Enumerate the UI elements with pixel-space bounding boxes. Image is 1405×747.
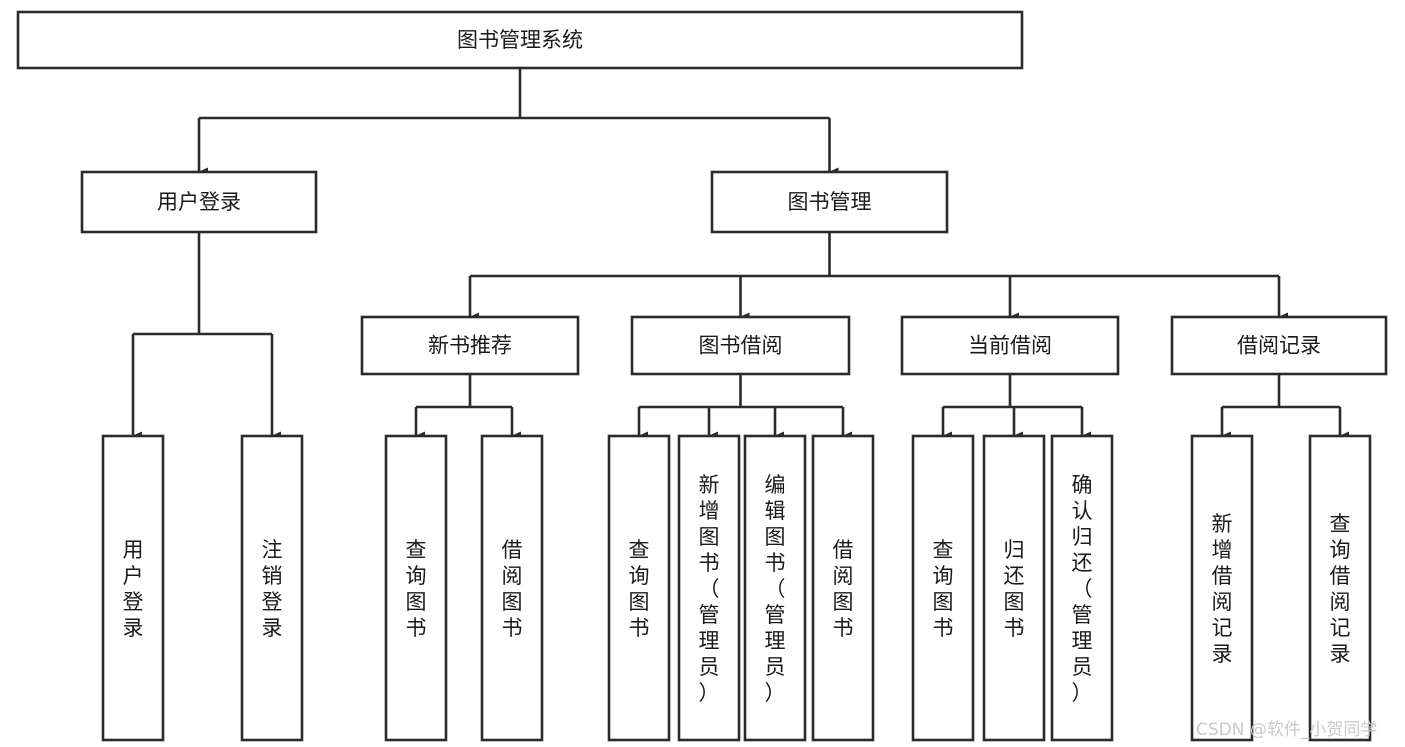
node-box xyxy=(630,315,851,376)
node-label: 图书管理 xyxy=(788,190,872,214)
node-label: 确认归还（管理员） xyxy=(1072,473,1093,705)
node-layer: 图书管理系统用户登录图书管理新书推荐图书借阅当前借阅借阅记录用户登录注销登录查询… xyxy=(16,10,1388,742)
node-leaf-cur-return[interactable]: 归还图书 xyxy=(982,434,1046,742)
node-new-book-rec[interactable]: 新书推荐 xyxy=(360,315,580,376)
node-box xyxy=(982,434,1046,742)
node-box xyxy=(360,315,580,376)
node-label: 新增图书（管理员） xyxy=(699,473,720,705)
node-box xyxy=(384,434,448,742)
node-label: 图书管理系统 xyxy=(457,28,583,52)
node-leaf-rec-add[interactable]: 新增借阅记录 xyxy=(1190,434,1254,742)
node-leaf-user-login[interactable]: 用户登录 xyxy=(101,434,165,742)
node-box xyxy=(1170,315,1388,376)
node-leaf-borrow-add[interactable]: 新增图书（管理员） xyxy=(677,434,741,742)
node-box xyxy=(677,434,741,742)
node-label: 归还图书 xyxy=(1004,538,1025,640)
watermark-label: CSDN @软件_小贺同学 xyxy=(1196,720,1377,740)
node-label: 用户登录 xyxy=(157,190,241,214)
node-label: 新增借阅记录 xyxy=(1212,512,1233,666)
node-borrow-record[interactable]: 借阅记录 xyxy=(1170,315,1388,376)
node-box xyxy=(101,434,165,742)
node-leaf-cur-query[interactable]: 查询图书 xyxy=(911,434,975,742)
node-box xyxy=(900,315,1120,376)
node-root[interactable]: 图书管理系统 xyxy=(16,10,1024,70)
node-leaf-borrow-edit[interactable]: 编辑图书（管理员） xyxy=(743,434,807,742)
node-box xyxy=(16,10,1024,70)
node-leaf-borrow-lend[interactable]: 借阅图书 xyxy=(811,434,875,742)
node-label: 查询图书 xyxy=(629,538,650,640)
node-leaf-user-logout[interactable]: 注销登录 xyxy=(240,434,304,742)
node-box xyxy=(240,434,304,742)
node-box xyxy=(811,434,875,742)
node-leaf-rec-query2[interactable]: 查询借阅记录 xyxy=(1308,434,1372,742)
node-box xyxy=(743,434,807,742)
node-current-borrow[interactable]: 当前借阅 xyxy=(900,315,1120,376)
node-label: 图书借阅 xyxy=(699,334,783,358)
node-label: 注销登录 xyxy=(262,538,283,640)
connector-layer xyxy=(131,68,1349,441)
node-label: 借阅图书 xyxy=(833,538,854,640)
node-box xyxy=(710,170,949,234)
node-label: 当前借阅 xyxy=(968,334,1052,358)
node-leaf-cur-confirm[interactable]: 确认归还（管理员） xyxy=(1050,434,1114,742)
node-book-manage[interactable]: 图书管理 xyxy=(710,170,949,234)
node-label: 查询借阅记录 xyxy=(1330,512,1351,666)
node-box xyxy=(1190,434,1254,742)
node-box xyxy=(1308,434,1372,742)
node-label: 借阅图书 xyxy=(502,538,523,640)
node-user-login[interactable]: 用户登录 xyxy=(80,170,318,234)
node-label: 编辑图书（管理员） xyxy=(765,473,786,705)
node-box xyxy=(80,170,318,234)
node-leaf-rec-query[interactable]: 查询图书 xyxy=(384,434,448,742)
node-label: 借阅记录 xyxy=(1237,334,1321,358)
node-box xyxy=(607,434,671,742)
node-label: 新书推荐 xyxy=(428,334,512,358)
node-leaf-borrow-query[interactable]: 查询图书 xyxy=(607,434,671,742)
node-label: 用户登录 xyxy=(123,538,144,640)
node-box xyxy=(480,434,544,742)
node-label: 查询图书 xyxy=(933,538,954,640)
node-book-borrow[interactable]: 图书借阅 xyxy=(630,315,851,376)
node-box xyxy=(1050,434,1114,742)
node-box xyxy=(911,434,975,742)
node-label: 查询图书 xyxy=(406,538,427,640)
node-leaf-rec-borrow[interactable]: 借阅图书 xyxy=(480,434,544,742)
